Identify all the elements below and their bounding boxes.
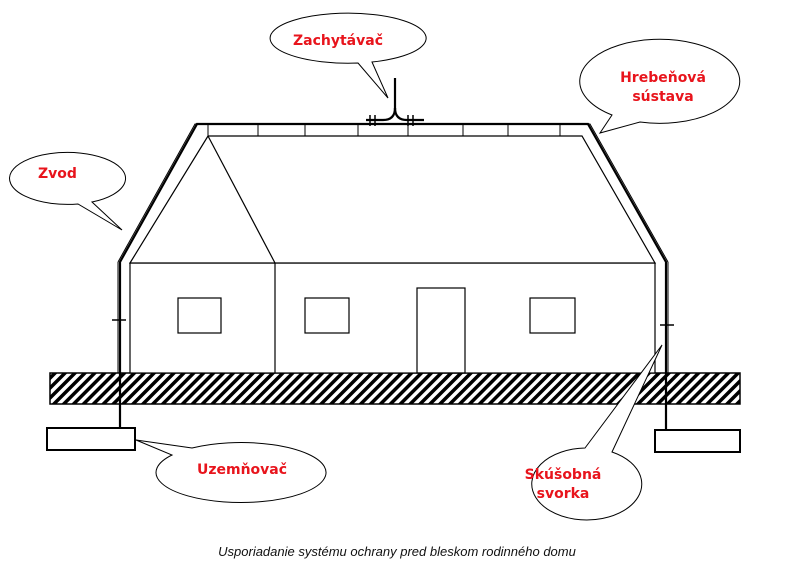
label-test-clamp-1: Skúšobná [525,467,602,483]
window [177,297,222,334]
label-down-conductor: Zvod [38,166,77,182]
callout-test-clamp [531,344,663,521]
label-ridge-system-2: sústava [632,89,693,105]
callout-down-conductor [9,151,126,231]
earth-electrode-right [654,429,741,453]
earth-electrode-left [46,427,136,451]
callout-ridge-system [579,38,741,134]
label-test-clamp-2: svorka [537,486,590,502]
callout-earth-electrode [135,439,327,503]
caption: Usporiadanie systému ochrany pred blesko… [218,544,576,559]
house [128,135,657,374]
window [529,297,576,334]
callout-air-terminal [269,12,427,99]
ground-band [49,372,741,405]
label-ridge-system-1: Hrebeňová [620,70,706,86]
label-earth-electrode: Uzemňovač [197,462,287,478]
lightning-conductor [112,78,674,430]
window [304,297,350,334]
door [416,287,466,374]
label-air-terminal: Zachytávač [293,33,383,49]
